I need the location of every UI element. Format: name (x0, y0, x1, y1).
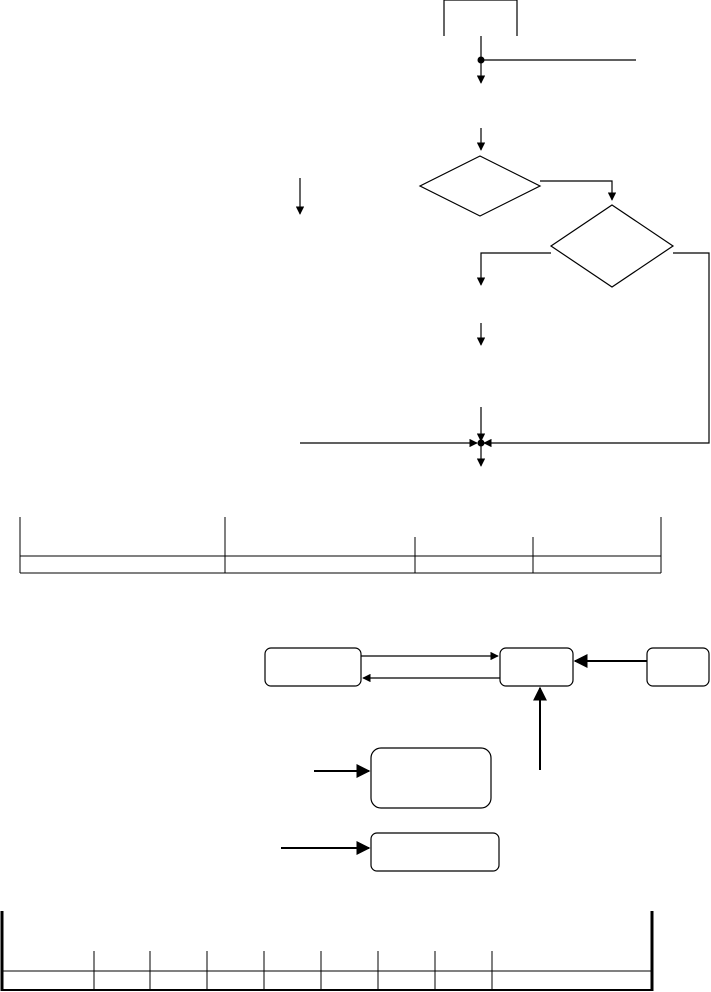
flow-line-decision-2-left (476, 252, 551, 286)
flow-line-to-decision-2 (540, 180, 617, 201)
block-box-center (370, 747, 492, 809)
table-bottom (0, 911, 654, 991)
block-box-left (264, 647, 362, 687)
table-bottom-col-dividers (93, 951, 493, 990)
flowchart (295, 0, 710, 467)
table-top (19, 517, 662, 574)
block-box-bottom (370, 832, 500, 872)
flow-line-decision-2-right (483, 252, 710, 448)
decision-diamond-2 (549, 204, 675, 288)
block-box-right (646, 647, 710, 687)
block-diagram (264, 647, 710, 872)
decision-diamond-1 (418, 155, 542, 217)
start-bracket (443, 0, 518, 36)
block-box-middle (499, 647, 574, 687)
